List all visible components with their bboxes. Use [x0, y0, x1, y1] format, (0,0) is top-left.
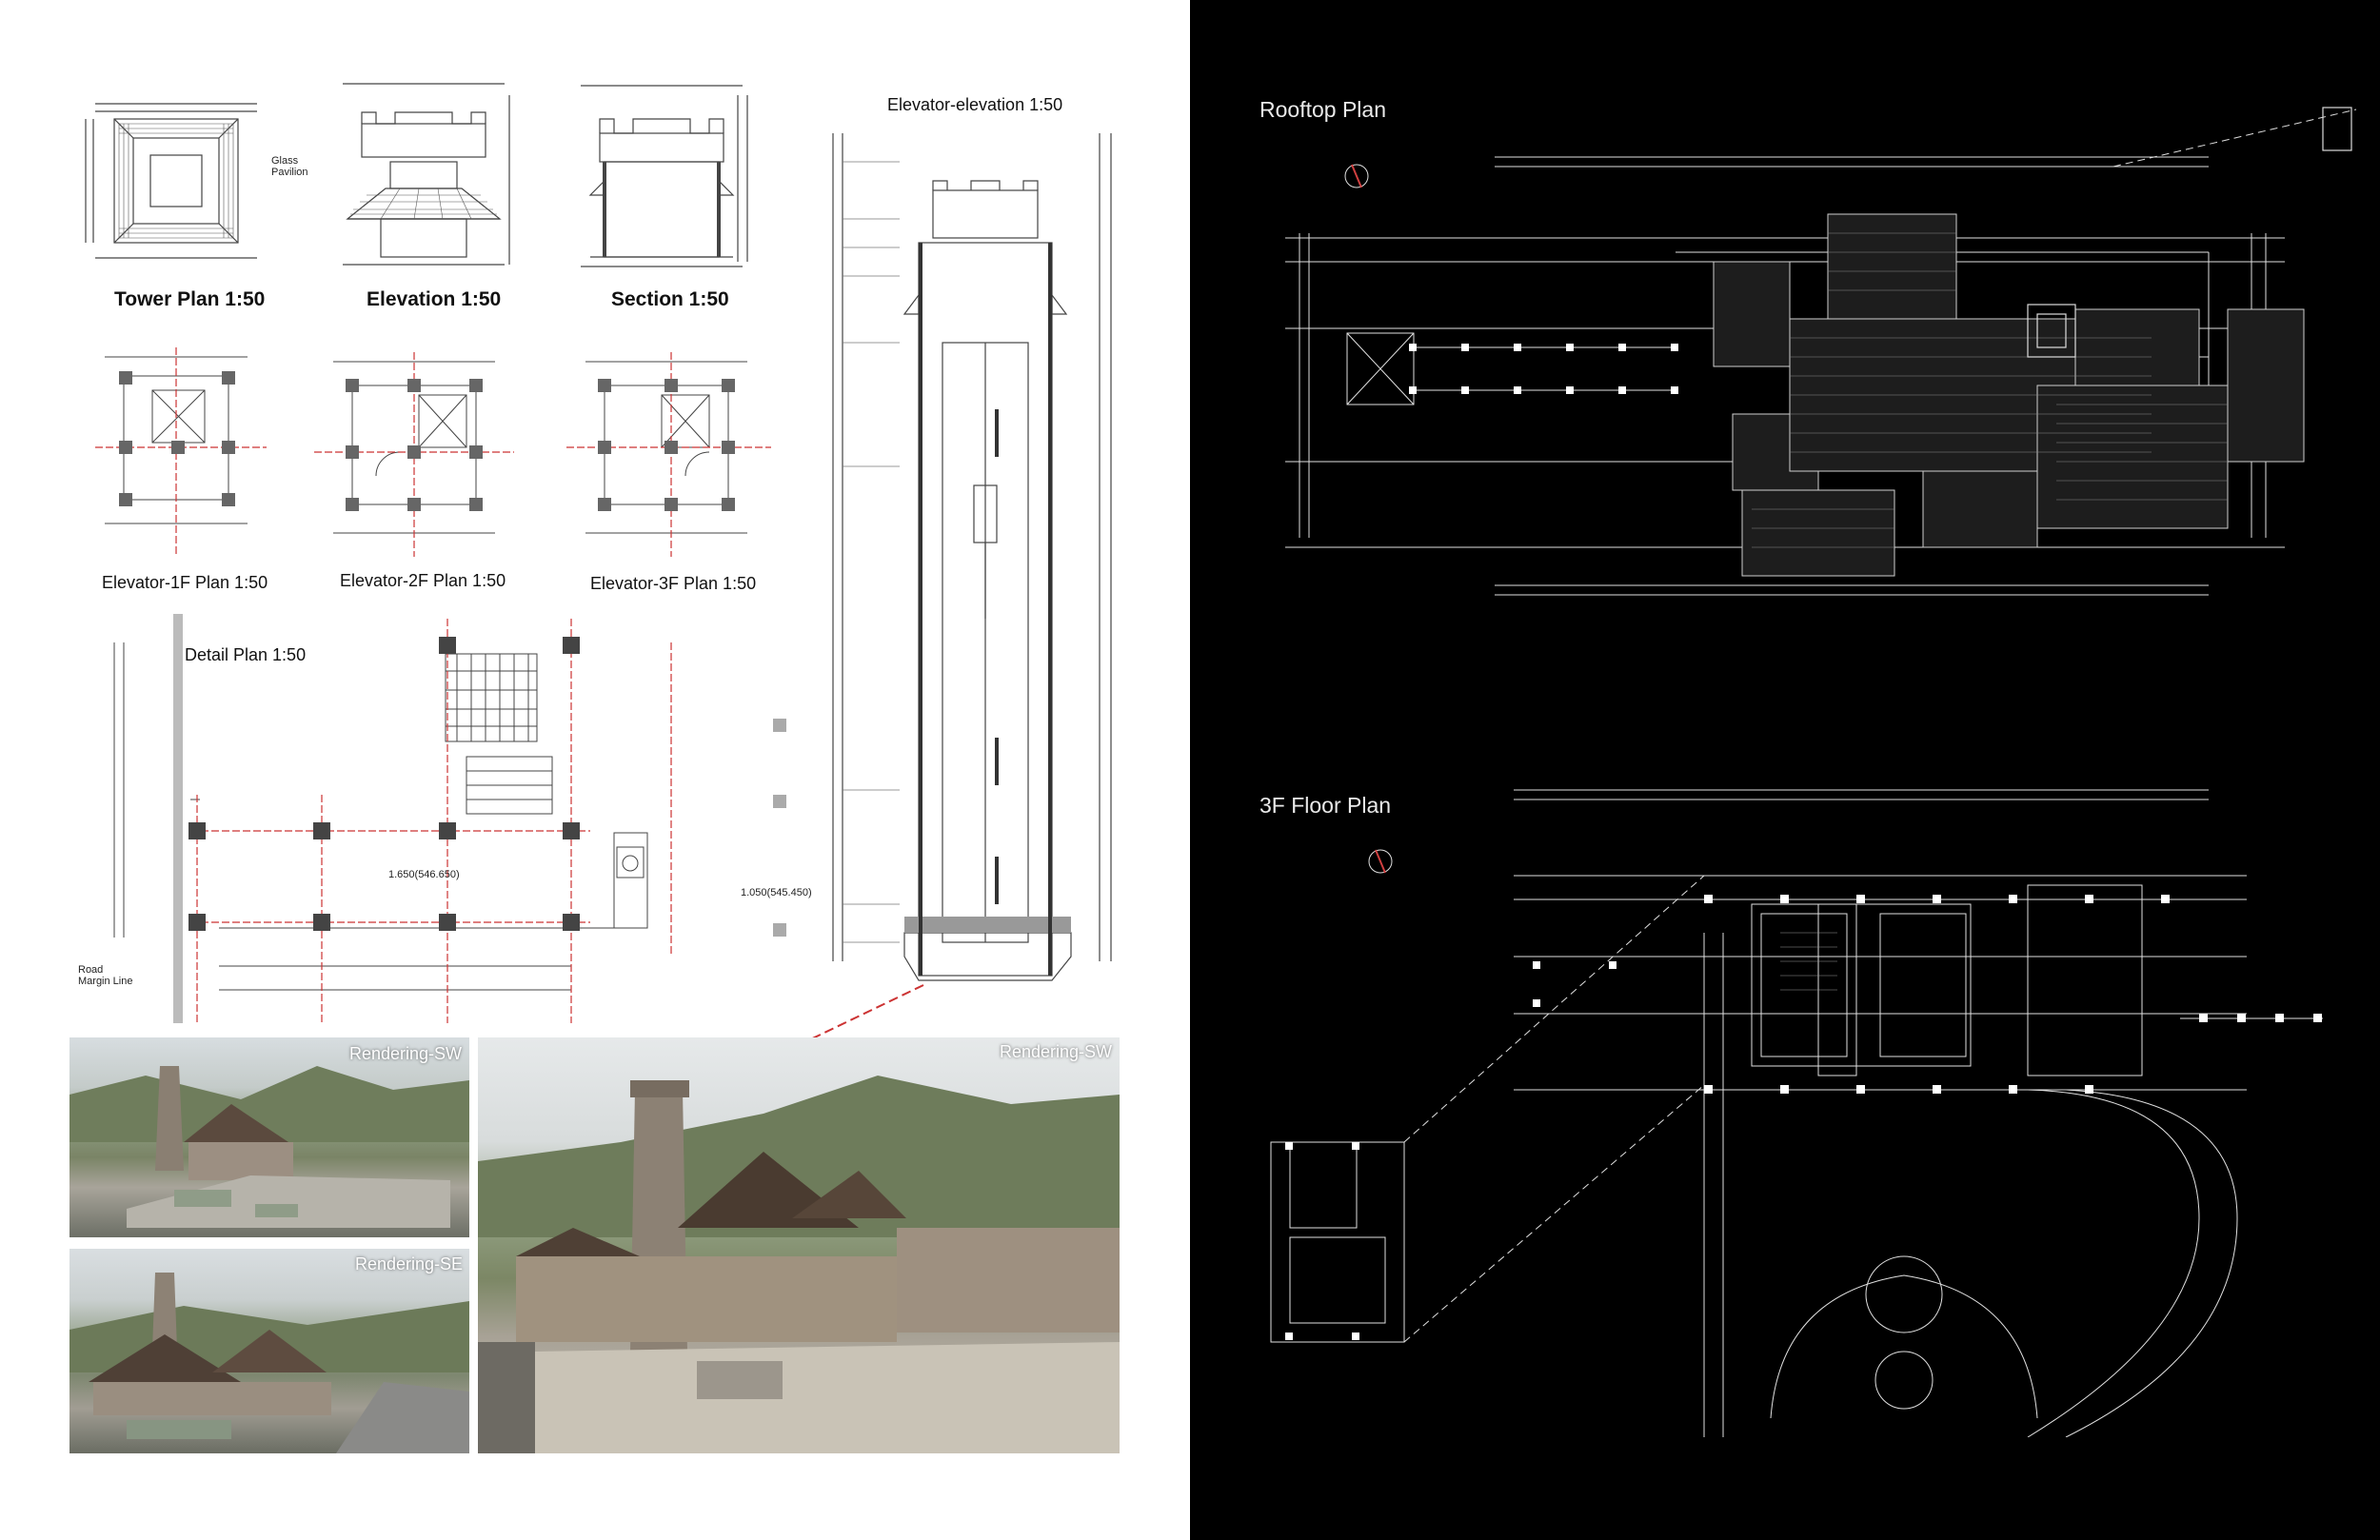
- rendering-se-small-label: Rendering-SE: [355, 1254, 464, 1273]
- rendering-sw-large: [478, 1037, 1120, 1453]
- glass-pavilion-note: Glass Pavilion: [271, 155, 308, 178]
- elevator-1f-caption: Elevator-1F Plan 1:50: [102, 573, 268, 592]
- detail-plan-caption: Detail Plan 1:50: [185, 645, 307, 664]
- drawing-sheet-right: [1190, 0, 2380, 1540]
- section-drawing: [581, 85, 748, 267]
- road-margin-note: Road Margin Line: [78, 964, 133, 987]
- rooftop-plan-drawing: [1285, 107, 2357, 596]
- elevator-1f-plan: [95, 347, 267, 557]
- elevation-caption: Elevation 1:50: [367, 288, 502, 310]
- floor3-plan-drawing: [1270, 789, 2323, 1437]
- rooftop-plan-title: Rooftop Plan: [1259, 97, 1386, 122]
- elevator-2f-caption: Elevator-2F Plan 1:50: [340, 571, 506, 590]
- elevator-elevation-caption: Elevator-elevation 1:50: [887, 95, 1063, 114]
- rendering-sw-small: [69, 1037, 469, 1237]
- detail-plan-drawing: [113, 614, 786, 1023]
- section-caption: Section 1:50: [611, 288, 729, 310]
- rendering-sw-large-label: Rendering-SW: [1000, 1042, 1113, 1061]
- tower-plan-drawing: [85, 103, 257, 259]
- rendering-se-small: [69, 1249, 469, 1453]
- elevator-3f-plan: [566, 352, 771, 557]
- level-note-1: 1.650(546.650): [388, 869, 460, 880]
- tower-plan-caption: Tower Plan 1:50: [114, 288, 266, 310]
- elevation-drawing: [343, 83, 510, 266]
- level-note-2: 1.050(545.450): [741, 887, 812, 898]
- floor3-plan-title: 3F Floor Plan: [1259, 793, 1392, 818]
- rendering-sw-small-label: Rendering-SW: [349, 1044, 463, 1063]
- elevator-3f-caption: Elevator-3F Plan 1:50: [590, 574, 757, 593]
- elevator-elevation-drawing: [832, 133, 1112, 981]
- elevator-2f-plan: [314, 352, 514, 557]
